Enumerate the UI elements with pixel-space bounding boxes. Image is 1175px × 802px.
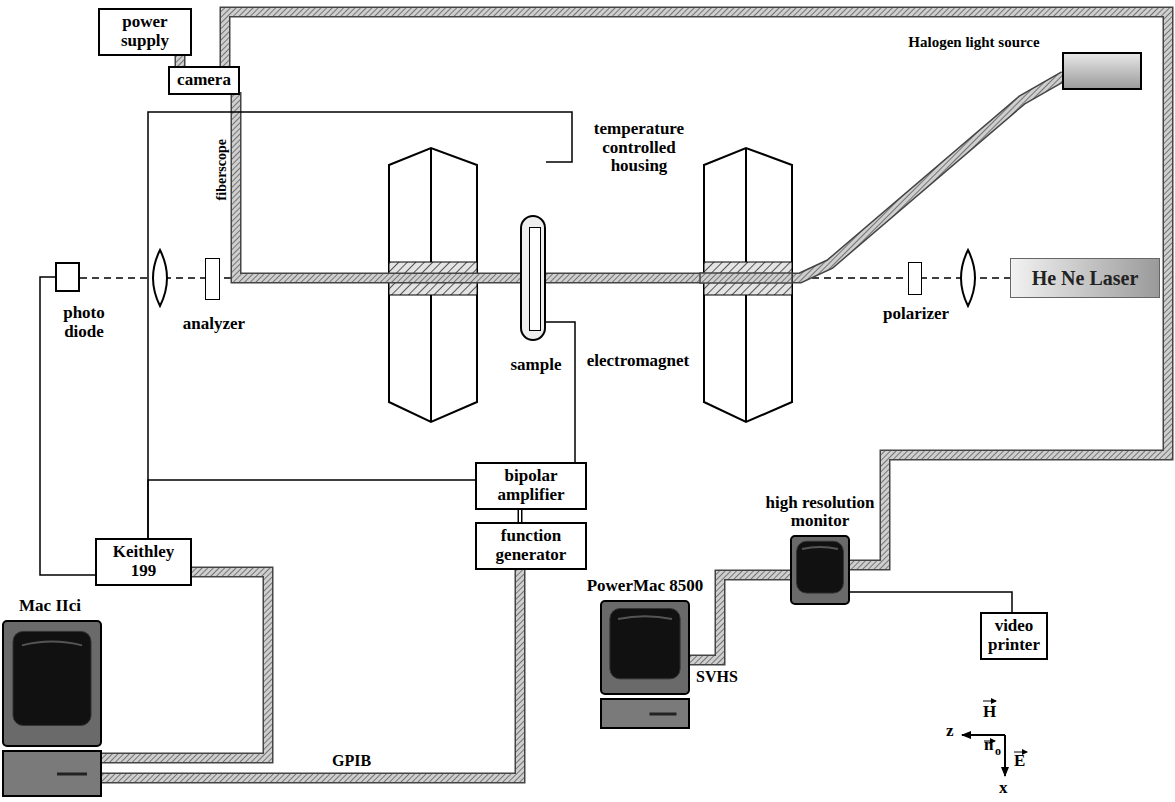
cable-connector xyxy=(180,56,181,66)
computer-icon: Mac IIci xyxy=(2,620,102,798)
cable-label: fiberscope xyxy=(214,139,229,200)
light-guide-cable xyxy=(546,76,1064,278)
vector-arrow xyxy=(983,701,996,702)
part-label: electromagnet xyxy=(582,352,694,371)
monitor-icon xyxy=(600,600,690,730)
polarizer-plate: polarizer xyxy=(908,262,922,295)
connector-stroke xyxy=(690,575,790,660)
box-label: video printer xyxy=(986,617,1042,654)
amplifier-box: bipolar amplifier xyxy=(475,462,587,510)
light-source-box: Halogen light source xyxy=(1062,52,1142,90)
part-label: Halogen light source xyxy=(889,34,1059,51)
vector-label: E xyxy=(1014,752,1025,771)
box-label: camera xyxy=(177,71,231,90)
connector-stroke xyxy=(176,56,184,66)
wire-connector xyxy=(541,322,575,462)
analyzer-plate: analyzer xyxy=(205,258,220,300)
temperature-housing: temperature controlled housingsample xyxy=(520,215,546,341)
connector-stroke xyxy=(518,510,523,522)
part-label: high resolution monitor xyxy=(765,494,875,531)
axis-arrow xyxy=(1004,735,1006,776)
connector-stroke xyxy=(102,572,268,758)
monitor-icon xyxy=(790,535,850,605)
connector-stroke xyxy=(690,575,790,660)
cable-connector xyxy=(102,570,520,778)
vector-subscript: o xyxy=(995,745,1001,758)
vector-label: H xyxy=(983,703,996,722)
cable-connector xyxy=(225,12,1168,565)
axis-label: x xyxy=(999,779,1008,798)
cable-label: SVHS xyxy=(694,668,740,686)
lens xyxy=(961,250,975,306)
connector-stroke xyxy=(541,322,575,462)
box-label: Keithley 199 xyxy=(101,543,186,580)
lens xyxy=(153,250,167,306)
computer-icon: PowerMac 8500 xyxy=(600,600,690,730)
wire-connector xyxy=(850,592,1012,612)
sample-cell: sample xyxy=(529,227,541,331)
axis-label: z xyxy=(946,722,954,741)
connector-stroke xyxy=(102,570,520,778)
part-label: temperature controlled housing xyxy=(587,120,691,176)
fiberscope-cable xyxy=(236,92,522,278)
connector-stroke xyxy=(225,12,1168,565)
connector-stroke xyxy=(519,510,521,522)
connector-stroke xyxy=(102,570,520,778)
axis-arrow xyxy=(962,734,1005,736)
wire-connector xyxy=(520,510,521,522)
connector-stroke xyxy=(850,592,1012,612)
box-label: He Ne Laser xyxy=(1032,267,1139,289)
box-label: function generator xyxy=(481,527,581,564)
part-label: analyzer xyxy=(174,315,254,334)
multimeter-box: Keithley 199 xyxy=(95,538,192,586)
part-label: PowerMac 8500 xyxy=(580,577,710,596)
part-label: photo diode xyxy=(52,304,116,341)
photo-diode-box: photo diode xyxy=(55,262,80,292)
vector-label: n xyxy=(984,736,993,755)
cable-connector xyxy=(102,572,268,758)
function-generator-box: function generator xyxy=(475,522,587,570)
electromagnet-pole xyxy=(389,148,477,422)
printer-box: video printer xyxy=(980,612,1048,660)
box-label: bipolar amplifier xyxy=(481,467,581,504)
monitor-icon xyxy=(2,620,102,798)
laser-box: He Ne Laser xyxy=(1010,258,1160,298)
fiberscope-cable xyxy=(236,92,522,278)
connector-stroke xyxy=(148,480,475,538)
cable-connector xyxy=(690,575,790,660)
part-label: Mac IIci xyxy=(0,597,100,616)
camera-box: camera xyxy=(168,66,240,95)
connector-stroke xyxy=(102,572,268,758)
monitor-icon: high resolution monitor xyxy=(790,535,850,605)
wire-connector xyxy=(148,480,475,538)
electromagnet: electromagnet xyxy=(700,148,792,422)
connector-stroke xyxy=(225,12,1168,565)
electromagnet-shape xyxy=(700,148,792,422)
light-guide-cable xyxy=(546,76,1064,278)
part-label: polarizer xyxy=(873,305,959,324)
part-label: sample xyxy=(503,356,569,375)
power-supply-box: power supply xyxy=(98,8,192,56)
cable-label: GPIB xyxy=(330,752,373,770)
box-label: power supply xyxy=(104,13,186,50)
connector-stroke xyxy=(175,56,186,66)
